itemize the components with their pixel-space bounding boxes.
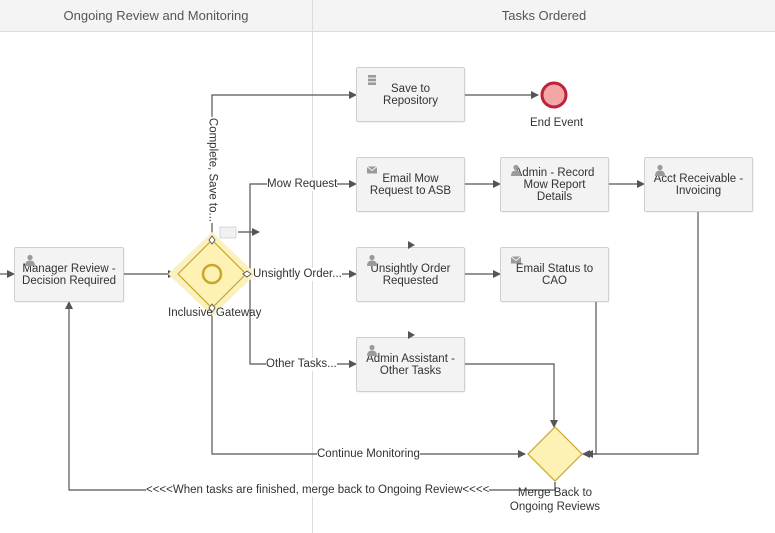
play-marker-icon	[407, 241, 415, 249]
flow-continue-monitoring	[211, 308, 526, 458]
task-label: Manager Review - Decision Required	[22, 262, 116, 287]
envelope-icon	[510, 256, 522, 264]
merge-label-line-2: Ongoing Reviews	[509, 501, 601, 513]
envelope-icon	[366, 166, 378, 174]
flow-merge-back	[65, 301, 556, 491]
end-event-circle	[540, 81, 568, 109]
inclusive-gateway-diamond	[177, 239, 247, 309]
user-icon	[655, 164, 665, 176]
gateway-port-right	[242, 270, 252, 278]
flow-label-other-tasks[interactable]: Other Tasks...	[266, 358, 337, 371]
merge-gateway-diamond	[527, 426, 583, 482]
user-icon	[367, 344, 377, 356]
lane-header-tasks-ordered[interactable]: Tasks Ordered	[313, 0, 775, 32]
task-label: Unsightly Order Requested	[370, 262, 451, 287]
database-icon	[368, 75, 376, 85]
task-admin-record[interactable]: Admin - Record Mow Report Details	[500, 157, 609, 212]
task-unsightly-order[interactable]: Unsightly Order Requested	[356, 241, 465, 302]
task-label: Email Status to CAO	[515, 262, 594, 287]
flow-assistant-to-merge	[465, 363, 558, 428]
flow-label-complete-save[interactable]: Complete, Save to...	[205, 116, 219, 224]
flow-acct-to-merge	[582, 211, 699, 458]
task-acct-receivable[interactable]: Acct Receivable - Invoicing	[644, 157, 753, 212]
play-marker-icon	[407, 331, 415, 339]
user-icon	[511, 164, 521, 176]
task-label: Save to Repository	[383, 82, 438, 107]
task-email-status[interactable]: Email Status to CAO	[500, 247, 609, 302]
task-admin-assistant[interactable]: Admin Assistant - Other Tasks	[356, 331, 465, 392]
task-label: Admin Assistant - Other Tasks	[366, 352, 455, 377]
flow-label-mow-request[interactable]: Mow Request	[267, 178, 338, 191]
flag-icon	[219, 226, 237, 239]
task-label: Acct Receivable - Invoicing	[653, 172, 744, 197]
merge-gateway-label: Merge Back to Ongoing Reviews	[505, 487, 605, 514]
merge-label-line-1: Merge Back to	[517, 487, 593, 499]
task-label: Email Mow Request to ASB	[369, 172, 452, 197]
user-icon	[25, 254, 35, 266]
flow-status-to-merge	[585, 301, 597, 458]
inclusive-gateway-label: Inclusive Gateway	[168, 307, 262, 319]
inclusive-gateway-circle	[201, 263, 223, 285]
task-email-mow[interactable]: Email Mow Request to ASB	[356, 157, 465, 212]
end-event-label: End Event	[530, 117, 584, 129]
lane-divider	[312, 0, 313, 533]
flow-mow-request	[249, 180, 357, 274]
gateway-port-bottom	[208, 303, 216, 313]
flow-other-tasks	[249, 274, 357, 368]
flow-complete-save	[211, 91, 357, 240]
task-manager-review[interactable]: Manager Review - Decision Required	[14, 247, 124, 302]
lane-header-ongoing-review[interactable]: Ongoing Review and Monitoring	[0, 0, 312, 32]
gateway-port-top	[208, 235, 216, 245]
task-label: Admin - Record Mow Report Details	[514, 166, 595, 203]
flow-label-unsightly-order[interactable]: Unsightly Order...	[253, 268, 342, 281]
flow-label-merge-back[interactable]: <<<<When tasks are finished, merge back …	[146, 484, 490, 497]
user-icon	[367, 254, 377, 266]
flow-label-continue-monitoring[interactable]: Continue Monitoring	[317, 448, 420, 461]
task-save-repository[interactable]: Save to Repository	[356, 67, 465, 122]
